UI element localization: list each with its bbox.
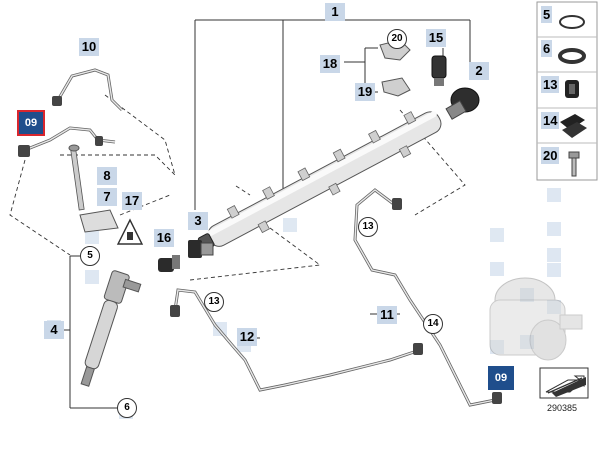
callout-19: 19 [355,83,375,101]
callout-8: 8 [97,167,117,185]
part-15-sensor [431,55,447,86]
fuel-rail [197,87,480,251]
dashed-guides [9,94,466,281]
callout-18: 18 [320,55,340,73]
o-ring-thin-icon [559,15,585,29]
legend-label-20: 20 [541,147,560,164]
warning-triangle-icon [116,218,144,245]
clip-holder-icon [560,114,587,138]
direction-arrow-box [539,367,589,399]
callout-2: 2 [469,62,489,80]
injector [80,270,142,387]
callout-20: 20 [387,29,407,49]
part-8-bolt [68,144,85,211]
bolt-icon [568,151,580,177]
highlight-markers [47,188,561,419]
callout-6: 6 [117,398,137,418]
legend-label-14: 14 [541,112,560,129]
part-3-valve [188,240,214,258]
part-16-plug [158,255,180,272]
legend-label-13: 13 [541,76,560,93]
callout-4: 4 [44,321,64,339]
rubber-grommet-icon [565,80,579,98]
callout-15: 15 [426,29,446,47]
callout-13-lower: 13 [204,292,224,312]
line-fittings [18,96,502,404]
callout-14: 14 [423,314,443,334]
callout-3: 3 [188,212,208,230]
callout-12: 12 [237,328,257,346]
callout-5: 5 [80,246,100,266]
reference-tag-09-selected[interactable]: 09 [17,110,45,136]
callout-7: 7 [97,188,117,206]
callout-16: 16 [154,229,174,247]
reference-tag-09[interactable]: 09 [488,366,514,390]
callout-11: 11 [377,306,397,324]
callout-10: 10 [79,38,99,56]
callout-13-upper: 13 [358,217,378,237]
callout-1: 1 [325,3,345,21]
legend-label-6: 6 [541,40,553,57]
legend-label-5: 5 [541,6,553,23]
o-ring-thick-icon [558,48,586,64]
callout-17: 17 [122,192,142,210]
part-7-clamp [79,209,119,233]
high-pressure-pump [489,277,583,361]
document-number: 290385 [547,403,578,413]
